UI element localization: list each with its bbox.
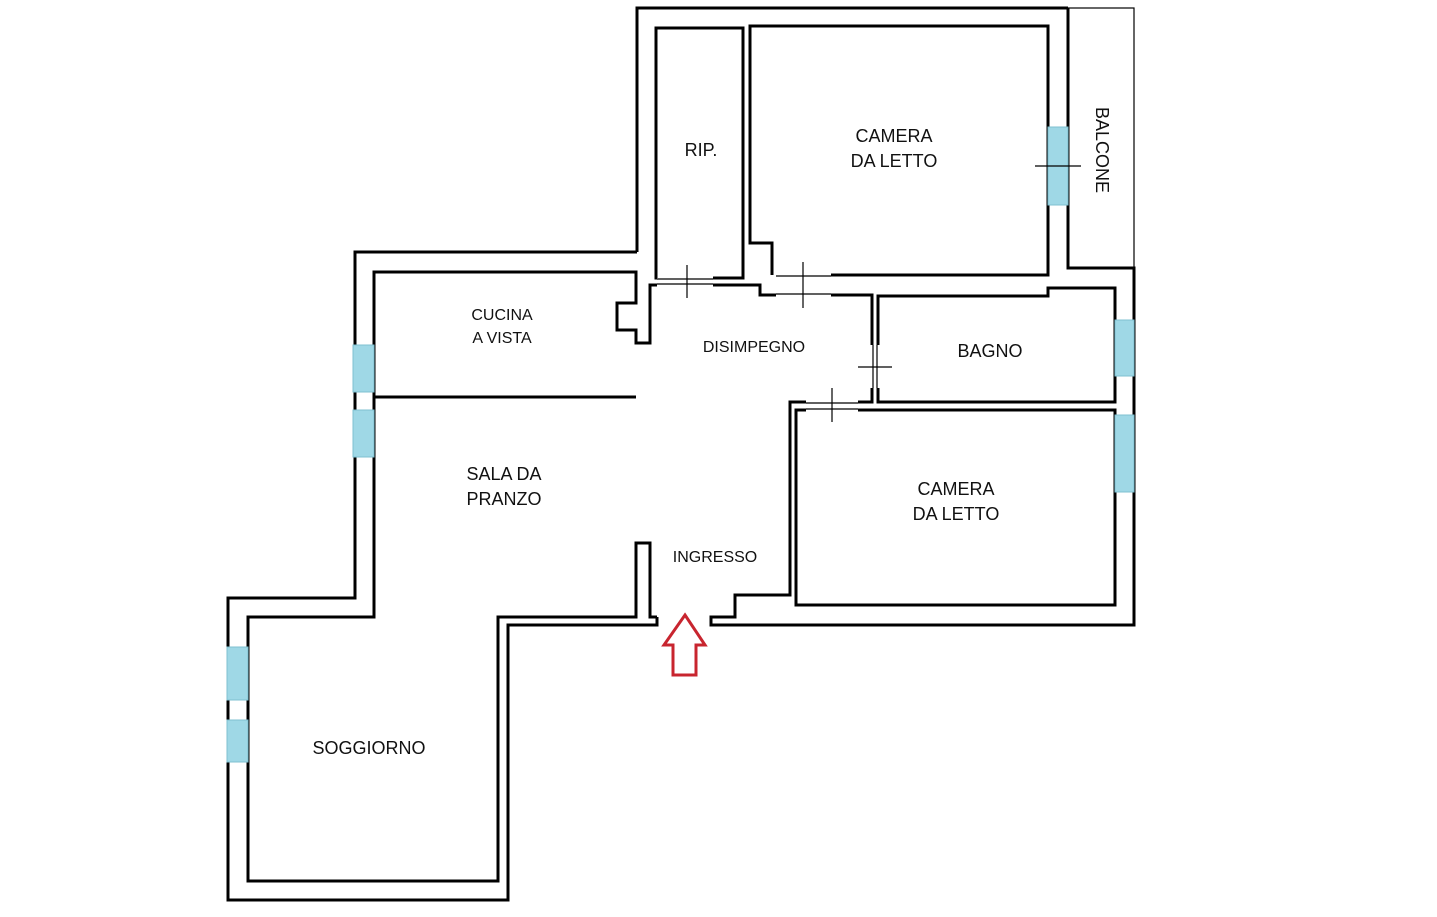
label-cucina-line1: CUCINA bbox=[471, 307, 533, 324]
label-bagno: BAGNO bbox=[957, 341, 1022, 361]
doors bbox=[657, 262, 892, 422]
window bbox=[1114, 414, 1135, 493]
label-sala-line1: SALA DA bbox=[466, 464, 541, 484]
label-camera1-line1: CAMERA bbox=[855, 126, 932, 146]
label-disimpegno: DISIMPEGNO bbox=[703, 339, 805, 356]
window bbox=[352, 344, 375, 393]
window bbox=[352, 409, 375, 458]
label-camera1-line2: DA LETTO bbox=[851, 151, 938, 171]
entrance-arrow-icon bbox=[661, 612, 708, 677]
window bbox=[226, 646, 249, 701]
label-soggiorno: SOGGIORNO bbox=[312, 738, 425, 758]
window bbox=[1114, 319, 1135, 377]
label-camera2-line2: DA LETTO bbox=[913, 504, 1000, 524]
label-ingresso: INGRESSO bbox=[673, 549, 757, 566]
label-cucina-line2: A VISTA bbox=[472, 330, 532, 347]
label-camera2-line1: CAMERA bbox=[917, 479, 994, 499]
label-balcone: BALCONE bbox=[1092, 107, 1112, 193]
room-labels: RIP. CAMERA DA LETTO BALCONE CUCINA A VI… bbox=[312, 107, 1112, 758]
windows bbox=[226, 126, 1135, 763]
label-rip: RIP. bbox=[685, 140, 718, 160]
label-sala-line2: PRANZO bbox=[466, 489, 541, 509]
window bbox=[226, 719, 249, 763]
